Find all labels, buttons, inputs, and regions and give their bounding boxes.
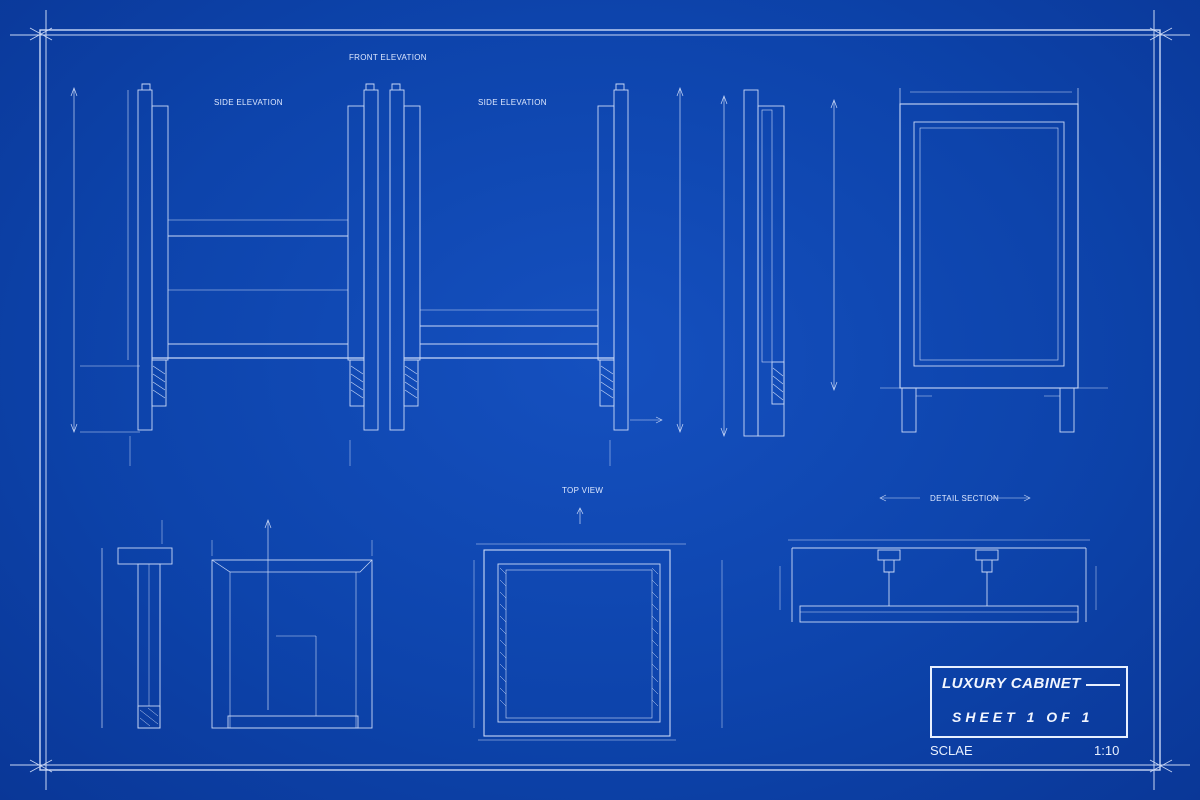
front-elevation-drawing <box>70 83 684 466</box>
top-view-label: TOP VIEW <box>562 486 604 495</box>
border-frame <box>10 10 1190 790</box>
detail-section-label: DETAIL SECTION <box>930 494 1000 503</box>
scale-label: SCLAE <box>930 743 973 758</box>
side-elevation-right-label: SIDE ELEVATION <box>478 98 547 107</box>
sheet-number: SHEET 1 OF 1 <box>952 709 1094 725</box>
detail-section-drawing <box>779 494 1097 623</box>
scale-value: 1:10 <box>1094 743 1120 758</box>
title-underline <box>1086 684 1120 686</box>
top-view-drawing <box>473 507 723 741</box>
door-elevation-drawing <box>880 88 1108 433</box>
side-elevation-left-label: SIDE ELEVATION <box>214 98 283 107</box>
title-block: LUXURY CABINET SHEET 1 OF 1 <box>930 666 1128 738</box>
front-elevation-label: FRONT ELEVATION <box>349 53 427 62</box>
drawing-title: LUXURY CABINET <box>942 675 1081 692</box>
section-drawing-left <box>101 519 373 729</box>
side-profile-drawing <box>720 89 838 437</box>
